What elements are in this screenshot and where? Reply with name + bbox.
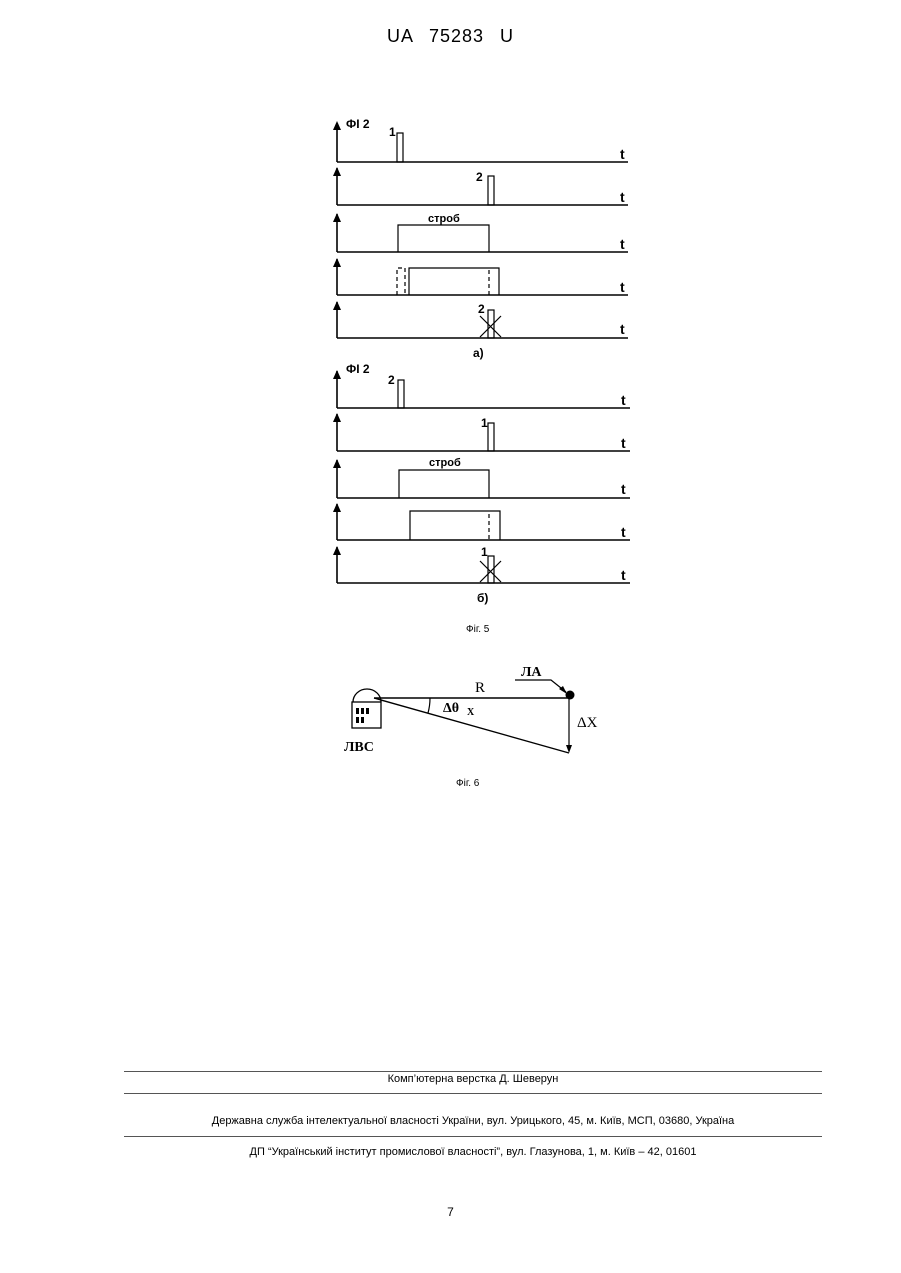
station-icon [352, 689, 381, 728]
strobe-label-a: строб [428, 213, 460, 225]
angle-arc [428, 698, 430, 713]
pulse-label-b2: 1 [481, 416, 488, 430]
agency-address: Державна служба інтелектуальної власност… [124, 1115, 822, 1127]
strobe-label-b: строб [429, 457, 461, 469]
t-axis-label: t [621, 567, 626, 583]
t-axis-label: t [621, 524, 626, 540]
pulse-label-a1: 1 [389, 125, 396, 139]
t-axis-label: t [620, 146, 625, 162]
footer-divider [124, 1136, 822, 1137]
pulse-label-b1: 2 [388, 373, 395, 387]
timing-row-a3 [333, 213, 628, 252]
figure-6-caption: Фіг. 6 [456, 778, 480, 789]
timing-row-a4 [333, 258, 628, 295]
pulse-label-b3: 1 [481, 545, 488, 559]
angle-label: Δθ [443, 701, 459, 716]
footer-divider [124, 1071, 822, 1072]
signal-label-a: ФІ 2 [346, 117, 370, 131]
offset-label: ΔX [577, 715, 598, 731]
caption-panel-b: б) [477, 591, 488, 605]
t-axis-label: t [620, 279, 625, 295]
t-axis-label: t [621, 435, 626, 451]
page-number: 7 [0, 1205, 901, 1219]
aircraft-marker [566, 691, 575, 700]
layout-credit: Комп’ютерна верстка Д. Шеверун [124, 1073, 822, 1085]
t-axis-label: t [620, 236, 625, 252]
signal-label-b: ФІ 2 [346, 362, 370, 376]
t-axis-label: t [620, 189, 625, 205]
station-label: ЛВС [344, 740, 374, 755]
t-axis-label: t [620, 321, 625, 337]
timing-row-a1 [333, 121, 628, 162]
footer-divider [124, 1093, 822, 1094]
figure-6-geometry-diagram [352, 680, 572, 753]
timing-row-b1 [333, 370, 630, 408]
timing-row-b3 [333, 459, 630, 498]
institute-address: ДП “Український інститут промислової вла… [124, 1146, 822, 1158]
t-axis-label: t [621, 481, 626, 497]
angle-subscript: X [467, 707, 475, 718]
caption-panel-a: а) [473, 346, 484, 360]
pulse-label-a2: 2 [476, 170, 483, 184]
aircraft-pointer [515, 680, 566, 692]
figure-5-caption: Фіг. 5 [466, 624, 490, 635]
timing-row-b4 [333, 503, 630, 540]
pulse-label-a3: 2 [478, 302, 485, 316]
range-label: R [475, 680, 485, 696]
aircraft-label: ЛА [521, 665, 542, 680]
t-axis-label: t [621, 392, 626, 408]
